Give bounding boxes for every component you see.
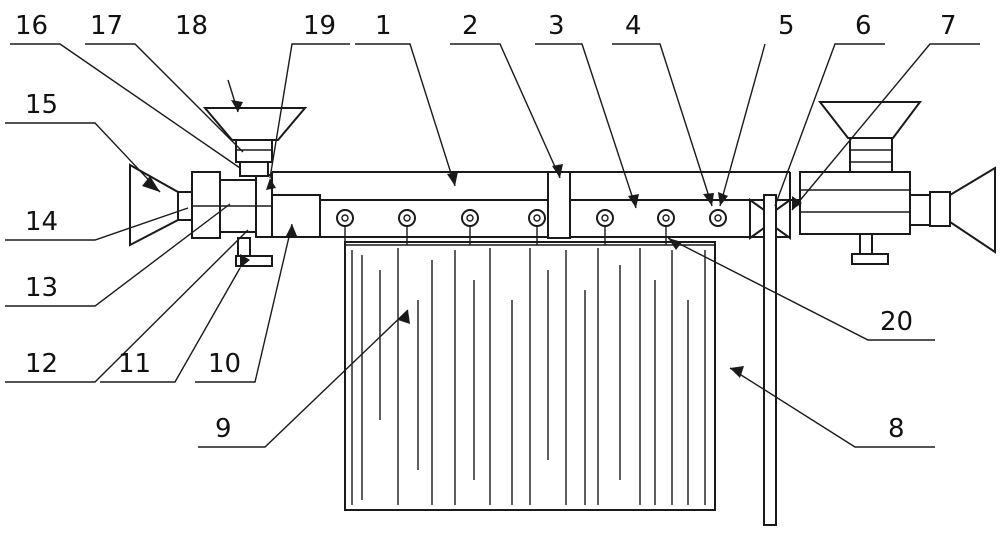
label-13: 13 — [25, 273, 58, 303]
roller — [398, 209, 416, 245]
left-connector — [271, 172, 321, 238]
left-hopper — [202, 107, 308, 177]
right-hopper — [817, 101, 922, 175]
rollers — [336, 209, 727, 245]
roller — [596, 209, 614, 245]
arrowheads — [142, 100, 802, 378]
roller — [709, 209, 727, 227]
label-2: 2 — [462, 11, 479, 41]
label-7: 7 — [940, 11, 957, 41]
label-6: 6 — [855, 11, 872, 41]
label-17: 17 — [90, 11, 123, 41]
label-15: 15 — [25, 90, 58, 120]
label-8: 8 — [888, 414, 905, 444]
label-4: 4 — [625, 11, 642, 41]
right-housing — [799, 171, 931, 265]
right-cone-nozzle — [929, 166, 996, 254]
label-16: 16 — [15, 11, 48, 41]
roller — [528, 209, 546, 245]
label-18: 18 — [175, 11, 208, 41]
roller — [461, 209, 479, 245]
label-9: 9 — [215, 414, 232, 444]
label-1: 1 — [375, 11, 392, 41]
label-19: 19 — [303, 11, 336, 41]
label-12: 12 — [25, 349, 58, 379]
label-14: 14 — [25, 207, 58, 237]
roller — [336, 209, 354, 245]
left-housing — [191, 171, 273, 267]
valve — [749, 198, 791, 240]
label-3: 3 — [548, 11, 565, 41]
label-11: 11 — [118, 349, 151, 379]
leader-lines — [5, 43, 980, 448]
divider-block — [547, 171, 571, 239]
left-cone-nozzle — [129, 163, 193, 247]
vertical-rod — [763, 194, 777, 526]
label-20: 20 — [880, 307, 913, 337]
hanging-screen — [344, 241, 716, 511]
part-labels: 16 17 18 19 1 2 3 4 5 6 7 15 14 13 12 11… — [15, 11, 957, 444]
label-5: 5 — [778, 11, 795, 41]
label-10: 10 — [208, 349, 241, 379]
